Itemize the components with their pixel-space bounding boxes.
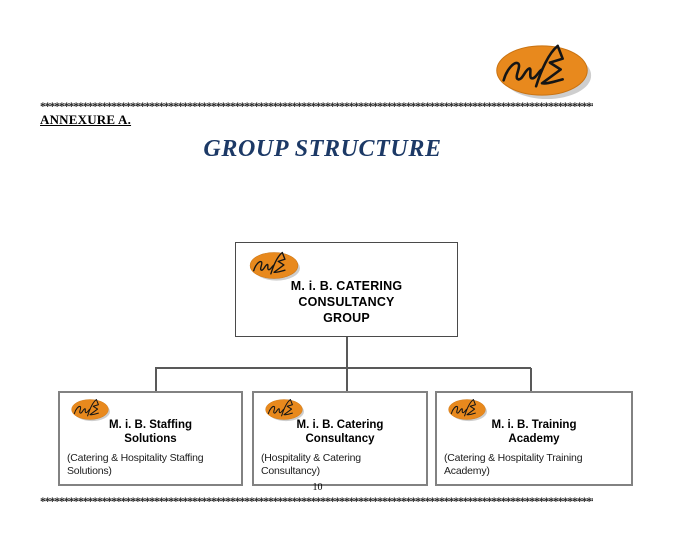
company-logo-icon xyxy=(447,397,487,422)
org-box-title: M. i. B. Training Academy xyxy=(437,419,631,446)
org-box-title-line: Academy xyxy=(508,432,560,445)
company-logo-icon xyxy=(264,397,304,422)
org-root-title-line: CONSULTANCY xyxy=(298,295,395,309)
org-box-staffing-solutions: M. i. B. Staffing Solutions (Catering & … xyxy=(58,391,243,486)
org-box-title: M. i. B. Catering Consultancy xyxy=(254,419,426,446)
org-box-title-line: M. i. B. Staffing xyxy=(108,419,193,431)
company-logo-icon xyxy=(492,40,592,101)
org-box-subtitle: (Hospitality & Catering Consultancy) xyxy=(261,452,361,477)
org-box-title: M. i. B. Staffing Solutions xyxy=(60,419,241,446)
org-box-catering-consultancy: M. i. B. Catering Consultancy (Hospitali… xyxy=(252,391,428,486)
org-root-box: M. i. B. CATERING CONSULTANCY GROUP xyxy=(235,242,458,337)
org-box-title-line: M. i. B. Catering xyxy=(296,419,384,431)
org-root-title-line: GROUP xyxy=(323,311,370,325)
org-box-title-line: Solutions xyxy=(124,432,177,445)
company-logo-icon xyxy=(248,249,300,282)
org-box-title-line: M. i. B. Training xyxy=(491,419,577,431)
org-box-title-line: Consultancy xyxy=(305,432,375,445)
top-asterisk-divider: ****************************************… xyxy=(40,101,593,113)
connector-drop-staffing xyxy=(155,368,157,391)
bottom-asterisk-divider: ****************************************… xyxy=(40,496,593,508)
org-box-subtitle: (Catering & Hospitality Training Academy… xyxy=(444,452,583,477)
org-root-title-line: M. i. B. CATERING xyxy=(290,279,403,293)
connector-horizontal-bar xyxy=(155,367,531,369)
org-box-training-academy: M. i. B. Training Academy (Catering & Ho… xyxy=(435,391,633,486)
page-title: GROUP STRUCTURE xyxy=(203,136,442,162)
annexure-heading: ANNEXURE A. xyxy=(40,112,132,127)
org-root-title: M. i. B. CATERING CONSULTANCY GROUP xyxy=(236,278,457,326)
company-logo-icon xyxy=(70,397,110,422)
page-number: 10 xyxy=(312,482,323,493)
connector-drop-training xyxy=(530,368,532,391)
connector-drop-catering xyxy=(346,368,348,391)
connector-stem xyxy=(346,337,348,368)
org-box-subtitle: (Catering & Hospitality Staffing Solutio… xyxy=(67,452,204,477)
